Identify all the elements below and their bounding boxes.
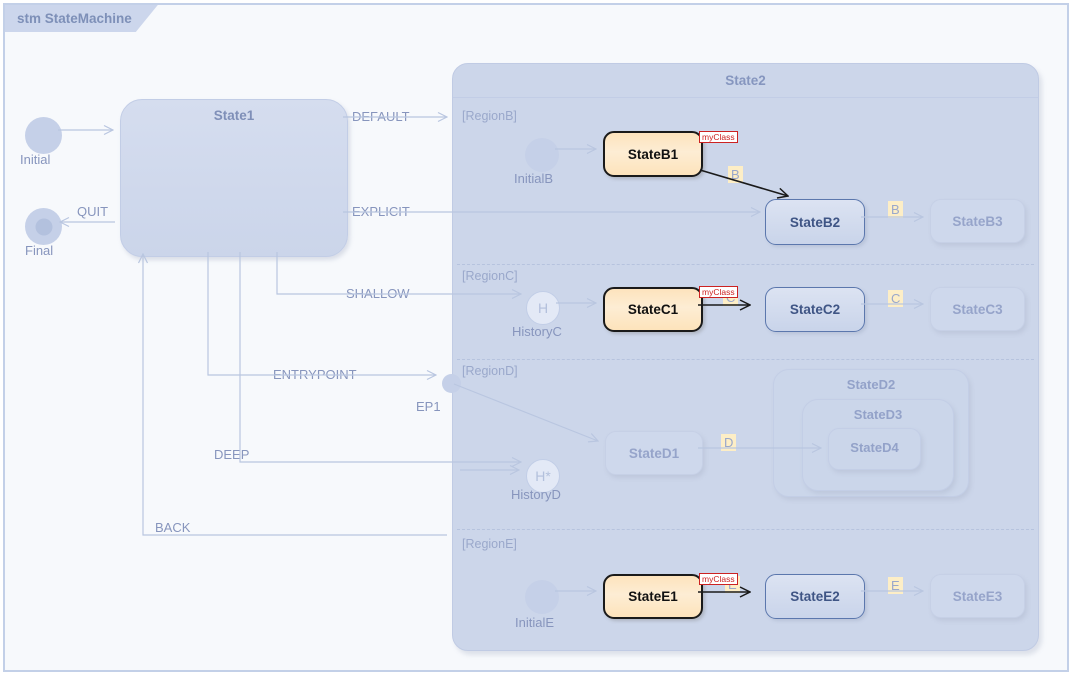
transition-label-entrypoint: ENTRYPOINT [273, 367, 357, 382]
initiale-pseudostate[interactable] [525, 580, 559, 614]
region-separator-b-c [457, 264, 1034, 265]
state-stateb2[interactable]: StateB2 [765, 199, 865, 245]
historyd-label: HistoryD [511, 487, 561, 502]
state-statec2[interactable]: StateC2 [765, 287, 865, 332]
stateb1-label: StateB1 [627, 146, 679, 162]
ep1-entrypoint[interactable] [442, 374, 461, 393]
transition-label-back: BACK [155, 520, 191, 535]
historyc-label: HistoryC [512, 324, 562, 339]
state2-header-separator [453, 97, 1038, 98]
statee2-label: StateE2 [790, 589, 840, 604]
edge-label-e-outer: E [888, 577, 903, 594]
transition-label-quit: QUIT [77, 204, 109, 219]
ep1-label: EP1 [416, 399, 441, 414]
statec1-myclass-tooltip: myClass [699, 286, 738, 298]
statee3-label: StateE3 [952, 588, 1003, 604]
state1-label: State1 [213, 108, 255, 123]
state-stated4[interactable]: StateD4 [828, 428, 921, 470]
state2-label: State2 [725, 73, 766, 88]
stated1-label: StateD1 [628, 445, 680, 461]
region-separator-d-e [457, 529, 1034, 530]
statec3-label: StateC3 [952, 301, 1003, 317]
edge-label-b-outer: B [888, 201, 903, 218]
initial-label: Initial [20, 152, 51, 167]
stated4-label: StateD4 [850, 440, 899, 455]
historyc-glyph: H [537, 300, 549, 316]
state-statec1[interactable]: StateC1 [603, 287, 703, 332]
edge-label-c-outer: C [888, 290, 904, 307]
edge-label-d: D [721, 434, 737, 451]
state-stateb1[interactable]: StateB1 [603, 131, 703, 177]
state-statee3[interactable]: StateE3 [930, 574, 1025, 618]
stateb1-myclass-tooltip: myClass [699, 131, 738, 143]
historyc-pseudostate[interactable]: H [526, 291, 560, 325]
initialb-label: InitialB [514, 171, 554, 186]
stated2-label: StateD2 [846, 377, 896, 392]
historyd-pseudostate[interactable]: H* [526, 459, 560, 493]
region-label-c: [RegionC] [462, 269, 518, 283]
initiale-label: InitialE [515, 615, 555, 630]
initial-pseudostate[interactable] [25, 117, 62, 154]
diagram-title-tab: stm StateMachine [5, 5, 158, 32]
statec2-label: StateC2 [789, 302, 841, 317]
stateb3-label: StateB3 [952, 213, 1003, 229]
state-statee2[interactable]: StateE2 [765, 574, 865, 619]
region-separator-c-d [457, 359, 1034, 360]
region-label-e: [RegionE] [462, 537, 517, 551]
transition-label-deep: DEEP [214, 447, 250, 462]
final-label: Final [25, 243, 54, 258]
transition-label-default: DEFAULT [352, 109, 410, 124]
stated3-label: StateD3 [853, 407, 903, 422]
transition-label-explicit: EXPLICIT [352, 204, 410, 219]
transition-label-shallow: SHALLOW [346, 286, 410, 301]
state-statee1[interactable]: StateE1 [603, 574, 703, 619]
stateb2-label: StateB2 [789, 214, 841, 230]
historyd-glyph: H* [535, 468, 551, 484]
final-state[interactable] [25, 208, 62, 245]
state-statec3[interactable]: StateC3 [930, 287, 1025, 331]
statee1-label: StateE1 [628, 589, 678, 604]
diagram-frame: stm StateMachine State1 Initial Final St… [3, 3, 1069, 672]
initialb-pseudostate[interactable] [525, 138, 559, 172]
state-stateb3[interactable]: StateB3 [930, 199, 1025, 243]
state-state1[interactable]: State1 [120, 99, 348, 257]
state-stated1[interactable]: StateD1 [605, 431, 703, 475]
statec1-label: StateC1 [627, 302, 679, 317]
statee1-myclass-tooltip: myClass [699, 573, 738, 585]
region-label-d: [RegionD] [462, 364, 518, 378]
edge-label-b-inner: B [728, 166, 743, 183]
region-label-b: [RegionB] [462, 109, 517, 123]
